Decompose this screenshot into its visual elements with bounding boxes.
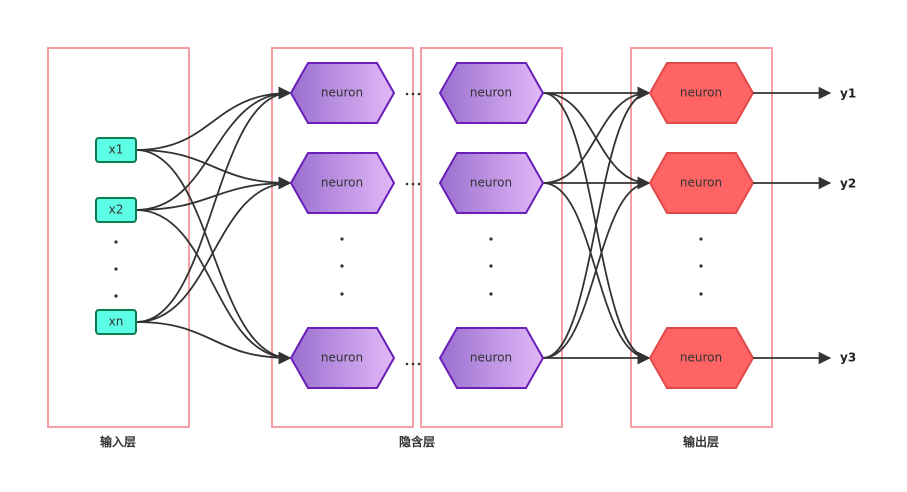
hidden-neuron-2-3: neuron [438, 327, 545, 389]
hidden-neuron-1-1: neuron [289, 62, 396, 124]
edge-input-hidden [135, 149, 292, 190]
horizontal-ellipsis [405, 362, 421, 366]
input-label-xn: xn [109, 315, 124, 329]
hidden-layer-box-1 [271, 47, 414, 428]
output-label-y2: y2 [840, 177, 856, 191]
hidden-neuron-1-3: neuron [289, 327, 396, 389]
ellipsis-dot [699, 237, 703, 241]
ellipsis-dot [114, 267, 118, 271]
edge-input-hidden [135, 86, 292, 323]
horizontal-ellipsis [405, 92, 421, 96]
ellipsis-dot [699, 264, 703, 268]
output-neuron-3: neuron [648, 327, 755, 389]
neuron-label: neuron [321, 176, 363, 190]
horizontal-ellipsis [405, 182, 421, 186]
neuron-label: neuron [470, 86, 512, 100]
ellipsis-dot [340, 292, 344, 296]
edge-input-hidden [135, 321, 292, 365]
ellipsis-dot [340, 264, 344, 268]
output-label-y1: y1 [840, 87, 856, 101]
ellipsis-dot [340, 237, 344, 241]
ellipsis-dot [489, 264, 493, 268]
hidden-layer-label: 隐含层 [399, 434, 435, 449]
ellipsis-dot [489, 292, 493, 296]
neuron-label: neuron [680, 351, 722, 365]
ellipsis-dot [114, 294, 118, 298]
input-node-xn: xn [95, 309, 137, 335]
hidden-layer-box-2 [420, 47, 563, 428]
neuron-label: neuron [470, 176, 512, 190]
input-label-x2: x2 [109, 203, 124, 217]
neuron-label: neuron [321, 86, 363, 100]
output-layer-label: 输出层 [683, 434, 719, 449]
edge-input-hidden [135, 176, 292, 323]
input-label-x1: x1 [109, 143, 124, 157]
ellipsis-dot [699, 292, 703, 296]
neuron-label: neuron [680, 86, 722, 100]
edge-hidden-output [542, 176, 651, 359]
neuron-label: neuron [470, 351, 512, 365]
neuron-label: neuron [321, 351, 363, 365]
connections [135, 86, 651, 365]
input-node-x2: x2 [95, 197, 137, 223]
edge-input-hidden [135, 209, 292, 365]
input-layer-label: 输入层 [100, 434, 136, 449]
input-node-x1: x1 [95, 137, 137, 163]
output-neuron-1: neuron [648, 62, 755, 124]
edge-input-hidden [135, 86, 292, 151]
ellipsis-dot [489, 237, 493, 241]
input-layer-box [47, 47, 190, 428]
hidden-neuron-2-1: neuron [438, 62, 545, 124]
output-neuron-2: neuron [648, 152, 755, 214]
output-label-y3: y3 [840, 351, 856, 365]
neuron-label: neuron [680, 176, 722, 190]
edge-input-hidden [135, 86, 292, 211]
hidden-neuron-2-2: neuron [438, 152, 545, 214]
edge-hidden-output [542, 86, 651, 359]
edge-hidden-output [542, 86, 651, 184]
ellipsis-dot [114, 240, 118, 244]
edge-input-hidden [135, 176, 292, 211]
hidden-neuron-1-2: neuron [289, 152, 396, 214]
output-layer-box [630, 47, 773, 428]
